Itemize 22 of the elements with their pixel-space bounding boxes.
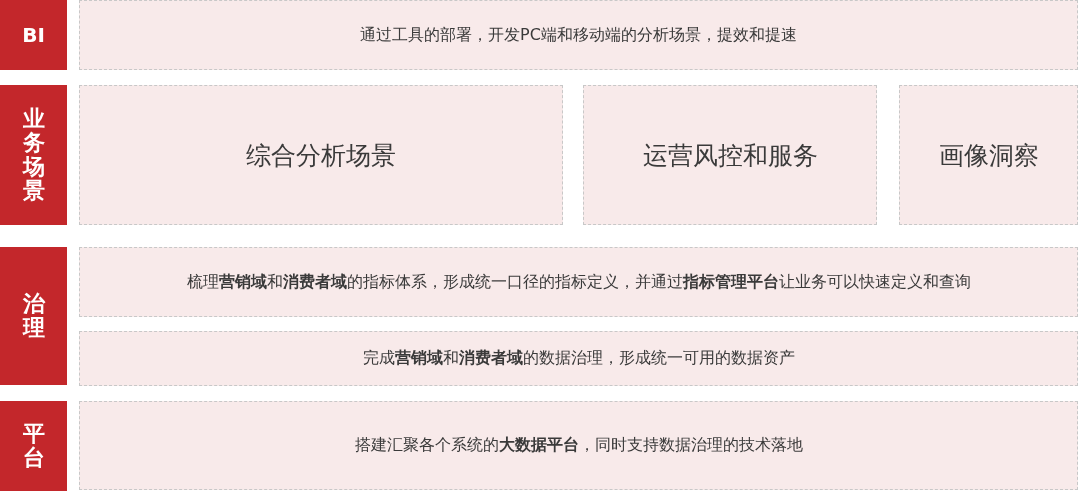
content-panel <box>899 85 1078 225</box>
layer-label <box>0 0 67 70</box>
content-panel <box>79 331 1078 386</box>
content-panel <box>583 85 877 225</box>
panel-text: 画像洞察 <box>938 139 1039 172</box>
panel-text: 梳理营销域和消费者域的指标体系，形成统一口径的指标定义，并通过指标管理平台让业务可以快速定义和查询 <box>186 271 971 293</box>
layer-title: 业务场景 <box>22 106 45 204</box>
layer-title: 治理 <box>22 291 45 341</box>
panel-text: 运营风控和服务 <box>642 139 818 172</box>
content-panel <box>79 85 563 225</box>
layer-label <box>0 247 67 385</box>
content-panel <box>79 0 1078 70</box>
content-panel <box>79 247 1078 317</box>
layer-label <box>0 401 67 491</box>
panel-text: 综合分析场景 <box>246 139 396 172</box>
layer-title: 平台 <box>22 421 45 471</box>
content-panel <box>79 401 1078 490</box>
panel-text: 通过工具的部署，开发PC端和移动端的分析场景，提效和提速 <box>360 24 797 46</box>
layer-label <box>0 85 67 225</box>
panel-text: 搭建汇聚各个系统的大数据平台，同时支持数据治理的技术落地 <box>354 435 803 456</box>
layer-title: BI <box>22 23 45 47</box>
panel-text: 完成营销域和消费者域的数据治理，形成统一可用的数据资产 <box>362 348 795 369</box>
